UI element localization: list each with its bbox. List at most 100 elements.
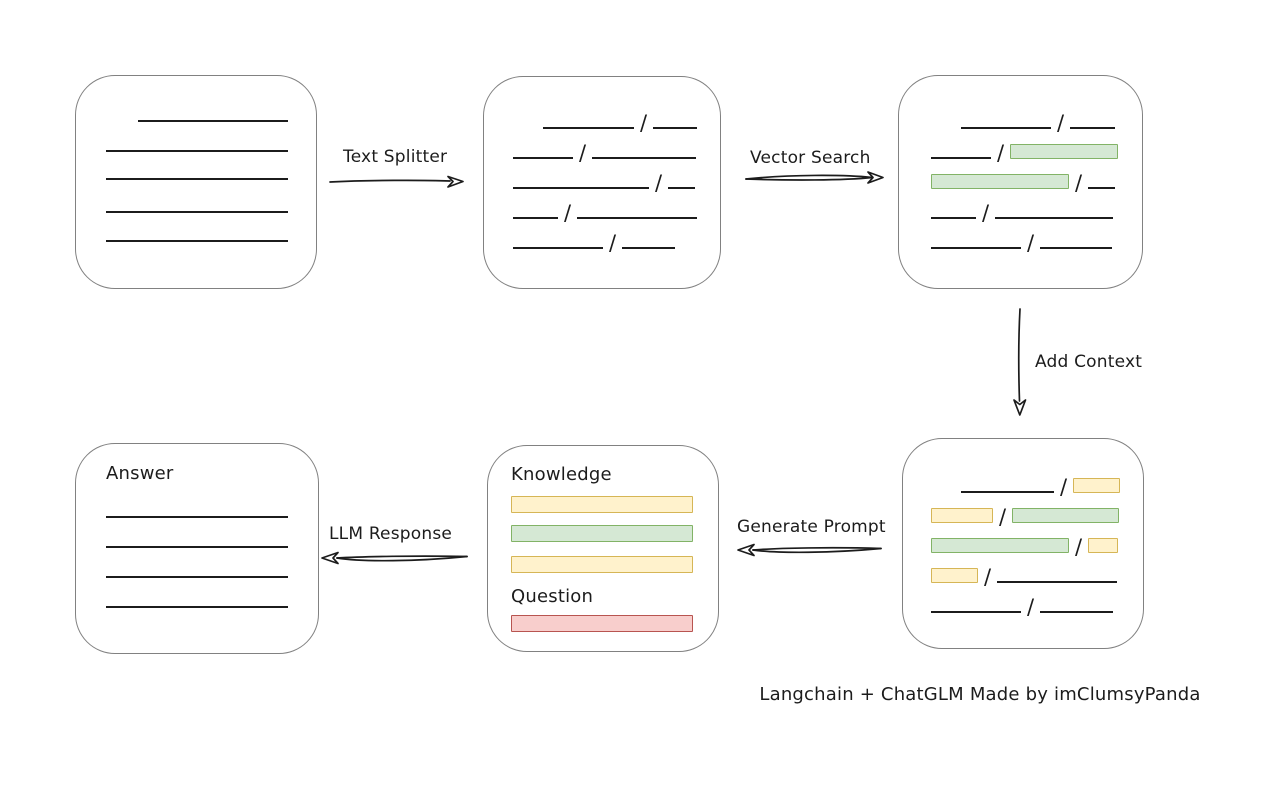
slash-separator: /	[1027, 231, 1035, 255]
box-row	[511, 513, 718, 542]
chunk-highlight-yellow	[931, 508, 993, 523]
retrieved-chunks-lines: /////	[899, 76, 1142, 288]
box-row: /	[513, 99, 720, 134]
box-row	[106, 92, 316, 122]
answer-content: Answer	[76, 444, 318, 653]
text-line	[138, 120, 288, 122]
box-row: /	[931, 159, 1142, 194]
slash-separator: /	[579, 141, 587, 165]
split-chunks-box: /////	[483, 76, 721, 289]
text-line	[106, 178, 288, 180]
chunk-highlight-yellow	[1088, 538, 1119, 553]
text-line	[106, 240, 288, 242]
box-row: /	[931, 99, 1142, 134]
text-line	[106, 150, 288, 152]
chunk-highlight-yellow	[931, 568, 978, 583]
vector-search-label: Vector Search	[750, 148, 871, 168]
context-chunks-lines: /////	[903, 439, 1143, 648]
text-line	[622, 247, 676, 249]
text-line	[513, 187, 649, 189]
document-box	[75, 75, 317, 289]
text-line	[106, 516, 288, 518]
box-title: Answer	[106, 463, 174, 485]
text-line	[961, 127, 1051, 129]
text-line	[653, 127, 698, 129]
text-line	[513, 157, 573, 159]
box-row	[106, 180, 316, 213]
box-row: /	[931, 583, 1143, 618]
slash-separator: /	[640, 111, 648, 135]
generate-prompt-arrow-icon	[737, 543, 882, 557]
indent-gap	[513, 128, 543, 129]
box-row	[106, 213, 316, 242]
box-row: /	[931, 553, 1143, 588]
context-chunks-box: /////	[902, 438, 1144, 649]
box-row	[106, 548, 318, 578]
text-line	[997, 581, 1118, 583]
indent-gap	[931, 492, 961, 493]
box-row: /	[931, 463, 1143, 498]
green-bar	[511, 525, 693, 542]
text-line	[931, 217, 976, 219]
red-bar	[511, 615, 693, 632]
text-line	[106, 546, 288, 548]
yellow-bar	[511, 496, 693, 513]
text-line	[1088, 187, 1116, 189]
box-row: /	[513, 159, 720, 194]
text-line	[513, 247, 603, 249]
text-splitter-arrow-icon	[329, 175, 464, 188]
slash-separator: /	[655, 171, 663, 195]
text-line	[577, 217, 698, 219]
text-line	[1040, 611, 1114, 613]
llm-response-label: LLM Response	[329, 524, 453, 544]
box-title: Question	[511, 586, 594, 608]
box-row: /	[931, 523, 1143, 558]
text-line	[961, 491, 1054, 493]
retrieved-chunks-box: /////	[898, 75, 1143, 289]
text-line	[543, 127, 634, 129]
text-line	[513, 217, 558, 219]
text-line	[106, 576, 288, 578]
slash-separator: /	[1075, 535, 1083, 559]
chunk-highlight-yellow	[1073, 478, 1121, 493]
slash-separator: /	[997, 141, 1005, 165]
box-row	[106, 152, 316, 180]
box-row	[106, 484, 318, 518]
box-row: /	[931, 219, 1142, 254]
text-line	[668, 187, 696, 189]
chunk-highlight-green	[931, 538, 1069, 553]
document-lines	[76, 76, 316, 288]
caption: Langchain + ChatGLM Made by imClumsyPand…	[759, 684, 1201, 705]
split-chunks-lines: /////	[484, 77, 720, 288]
box-row: /	[513, 189, 720, 224]
box-row	[511, 542, 718, 573]
chunk-highlight-green	[1010, 144, 1119, 159]
answer-box: Answer	[75, 443, 319, 654]
box-row: Knowledge	[511, 446, 718, 485]
box-row: /	[931, 129, 1142, 164]
box-row	[106, 578, 318, 608]
slash-separator: /	[982, 201, 990, 225]
indent-gap	[106, 121, 138, 122]
yellow-bar	[511, 556, 693, 573]
box-row	[106, 518, 318, 548]
text-line	[1070, 127, 1116, 129]
slash-separator: /	[999, 505, 1007, 529]
indent-gap	[931, 128, 961, 129]
text-line	[931, 157, 991, 159]
box-row	[511, 607, 718, 632]
vector-search-arrow-icon	[745, 171, 884, 184]
chunk-highlight-green	[1012, 508, 1120, 523]
box-row: /	[931, 189, 1142, 224]
box-row: /	[513, 129, 720, 164]
text-line	[995, 217, 1114, 219]
llm-response-arrow-icon	[321, 551, 468, 565]
generate-prompt-label: Generate Prompt	[737, 517, 886, 537]
slash-separator: /	[1027, 595, 1035, 619]
box-row: /	[931, 493, 1143, 528]
slash-separator: /	[1060, 475, 1068, 499]
slash-separator: /	[564, 201, 572, 225]
